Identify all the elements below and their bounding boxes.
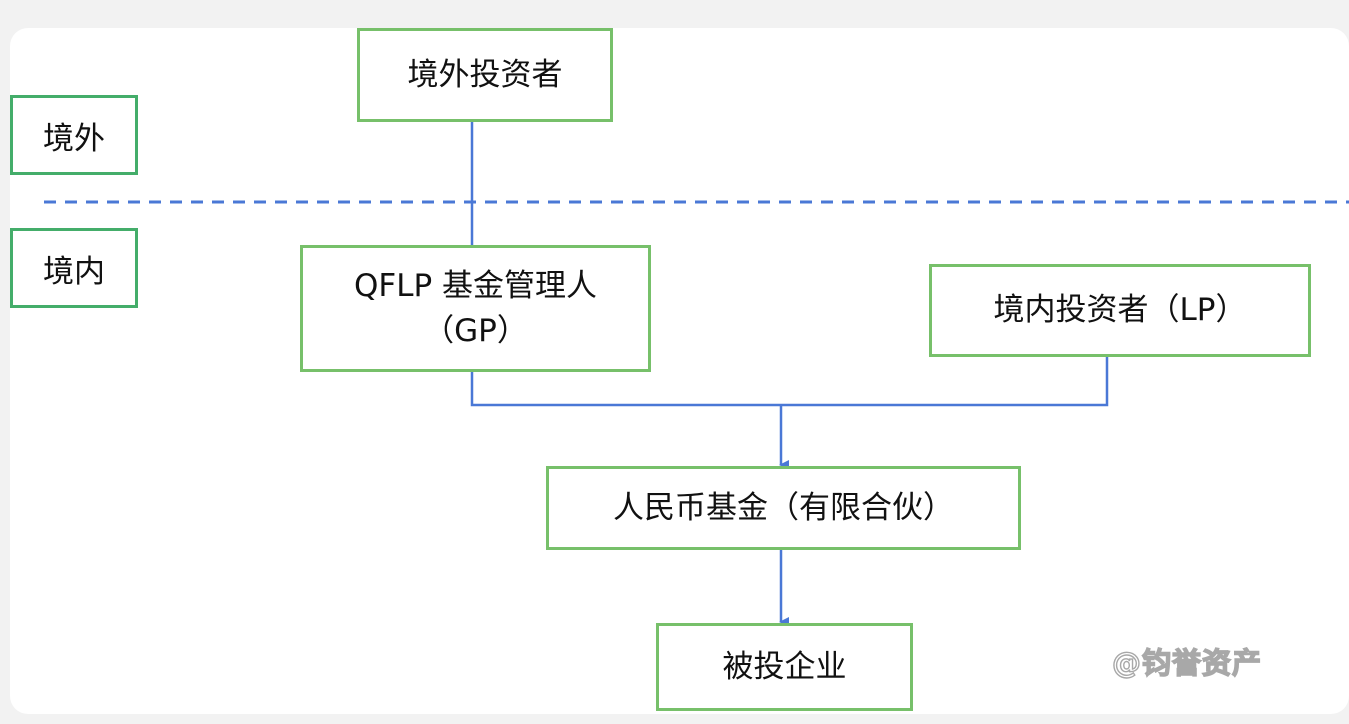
node-portfolio-company: 被投企业 (656, 623, 913, 711)
node-portfolio-company-label: 被投企业 (722, 648, 847, 685)
node-gp-manager: QFLP 基金管理人 （GP） (300, 245, 651, 372)
node-rmb-fund-label: 人民币基金（有限合伙） (613, 489, 954, 526)
node-gp-manager-label-line1: QFLP 基金管理人 (353, 267, 598, 304)
region-label-offshore: 境外 (10, 95, 138, 175)
region-label-onshore: 境内 (10, 228, 138, 308)
connector-gp-to-junction (470, 371, 780, 407)
watermark: @钧誉资产 (1111, 640, 1263, 682)
node-foreign-investor-label: 境外投资者 (407, 56, 563, 93)
node-foreign-investor: 境外投资者 (357, 28, 613, 122)
node-domestic-lp-label: 境内投资者（LP） (993, 292, 1247, 329)
diagram-card (10, 28, 1349, 714)
node-rmb-fund: 人民币基金（有限合伙） (546, 466, 1021, 550)
node-domestic-lp: 境内投资者（LP） (929, 264, 1311, 357)
connector-lp-to-junction (780, 356, 1109, 407)
region-label-offshore-text: 境外 (43, 120, 105, 157)
watermark-text: @钧誉资产 (1111, 645, 1263, 680)
region-label-onshore-text: 境内 (43, 253, 105, 290)
node-gp-manager-label-line2: （GP） (423, 312, 528, 349)
